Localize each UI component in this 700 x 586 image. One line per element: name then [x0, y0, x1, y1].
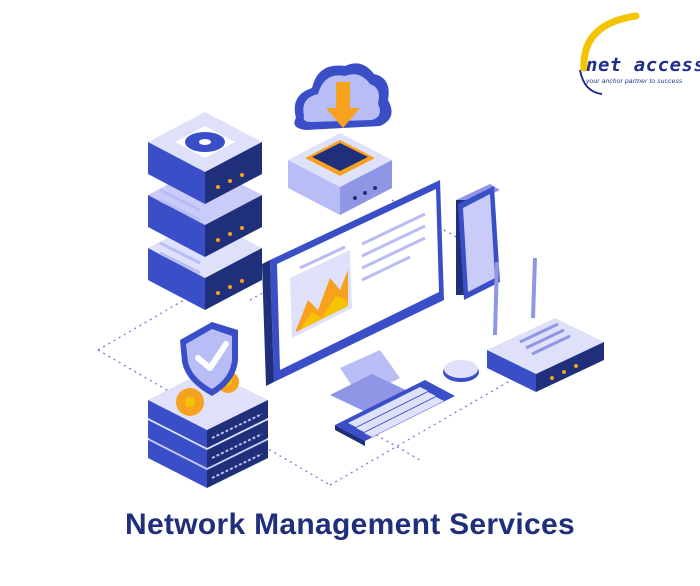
server-rack-icon	[148, 112, 262, 310]
cloud-download-icon	[288, 63, 392, 215]
chart-icon	[290, 250, 352, 338]
router-icon	[487, 257, 604, 392]
logo-name: net access	[586, 54, 700, 76]
caption-title: Network Management Services	[125, 508, 575, 541]
mouse-icon	[443, 360, 479, 382]
monitor-icon	[262, 180, 444, 413]
network-switch-icon	[148, 370, 268, 488]
logo-swoosh-icon	[579, 12, 640, 95]
brand-logo: net access your anchor partner to succes…	[572, 10, 700, 100]
smartphone-icon	[456, 184, 500, 300]
security-shield-icon	[180, 322, 238, 396]
keyboard-icon	[335, 380, 455, 446]
logo-tagline: your anchor partner to success	[586, 78, 683, 85]
